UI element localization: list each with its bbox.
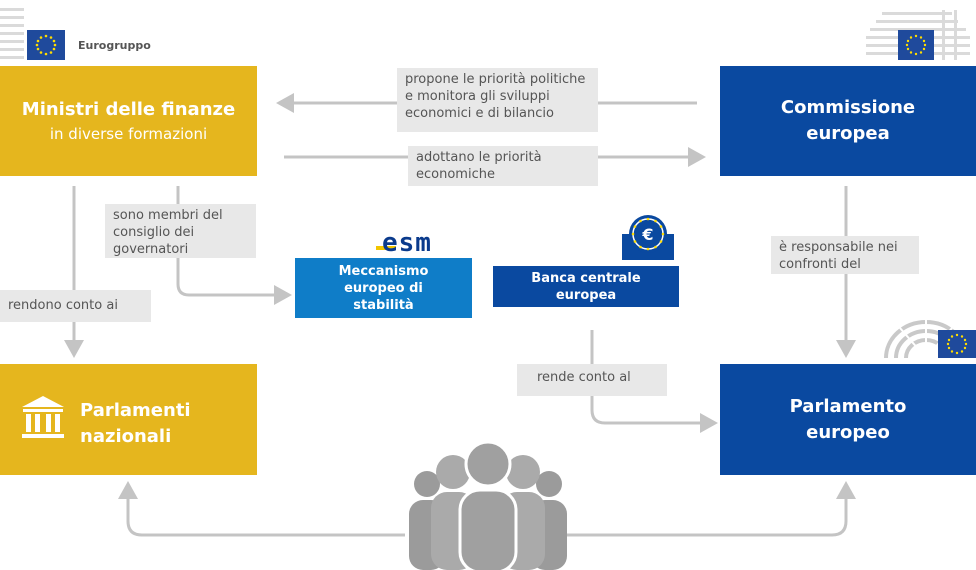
label-proposes: propone le priorità politiche e monitora… — [397, 68, 598, 132]
esm-logo-icon — [376, 246, 396, 250]
national-parliaments-box: Parlamenti nazionali — [0, 364, 257, 475]
label-members-line3: governatori — [113, 242, 189, 257]
label-members: sono membri del consiglio dei governator… — [105, 204, 256, 258]
ep-line2: europeo — [806, 421, 890, 443]
label-adopt: adottano le priorità economiche — [408, 146, 598, 186]
parliament-hemicycle-icon — [884, 318, 976, 359]
arrow-members — [176, 186, 276, 297]
citizens-icon — [409, 440, 567, 570]
label-proposes-line1: propone le priorità politiche — [405, 72, 586, 87]
eurogroup-building-icon — [0, 8, 24, 59]
european-parliament-box: Parlamento europeo — [720, 364, 976, 475]
building-icon — [22, 396, 64, 438]
label-accountable: rendono conto ai — [0, 290, 151, 322]
national-line2: nazionali — [80, 426, 172, 447]
ecb-box: Banca centrale europea — [493, 266, 679, 307]
eurogroup-label: Eurogruppo — [78, 39, 151, 52]
commission-line2: europea — [806, 123, 890, 144]
arrow-ecb-reports — [590, 330, 703, 425]
label-reports: rende conto al — [517, 364, 667, 396]
national-line1: Parlamenti — [80, 400, 191, 421]
ecb-line1: Banca centrale — [531, 270, 641, 286]
commission-line1: Commissione — [780, 97, 916, 118]
esm-box: Meccanismo europeo di stabilità — [295, 258, 472, 318]
eu-flag-icon — [27, 30, 65, 60]
esm-logo: esm — [376, 228, 472, 258]
label-proposes-line2: e monitora gli sviluppi — [405, 89, 550, 104]
label-responsible-line1: è responsabile nei — [779, 240, 898, 255]
ep-line1: Parlamento — [789, 395, 907, 417]
esm-line3: stabilità — [353, 297, 414, 313]
ministers-box: Ministri delle finanze in diverse formaz… — [0, 66, 257, 176]
ecb-line2: europea — [555, 287, 617, 303]
commission-box: Commissione europea — [720, 66, 976, 176]
esm-logo-text: esm — [382, 228, 432, 258]
label-adopt-line1: adottano le priorità — [416, 150, 542, 165]
svg-text:€: € — [641, 225, 653, 244]
label-members-line1: sono membri del — [113, 208, 223, 223]
label-responsible: è responsabile nei confronti del — [771, 236, 919, 274]
esm-line2: europeo di — [344, 280, 423, 296]
ecb-euro-icon: € — [622, 215, 674, 260]
arrow-citizens-national — [126, 497, 405, 537]
arrow-citizens-ep — [566, 497, 848, 537]
commission-building-icon — [866, 10, 970, 60]
label-members-line2: consiglio dei — [113, 225, 195, 240]
label-proposes-line3: economici e di bilancio — [405, 106, 554, 121]
label-adopt-line2: economiche — [416, 167, 495, 182]
ministers-subtitle: in diverse formazioni — [49, 125, 208, 143]
ministers-title: Ministri delle finanze — [21, 99, 236, 120]
esm-line1: Meccanismo — [338, 263, 429, 279]
label-responsible-line2: confronti del — [779, 257, 861, 272]
